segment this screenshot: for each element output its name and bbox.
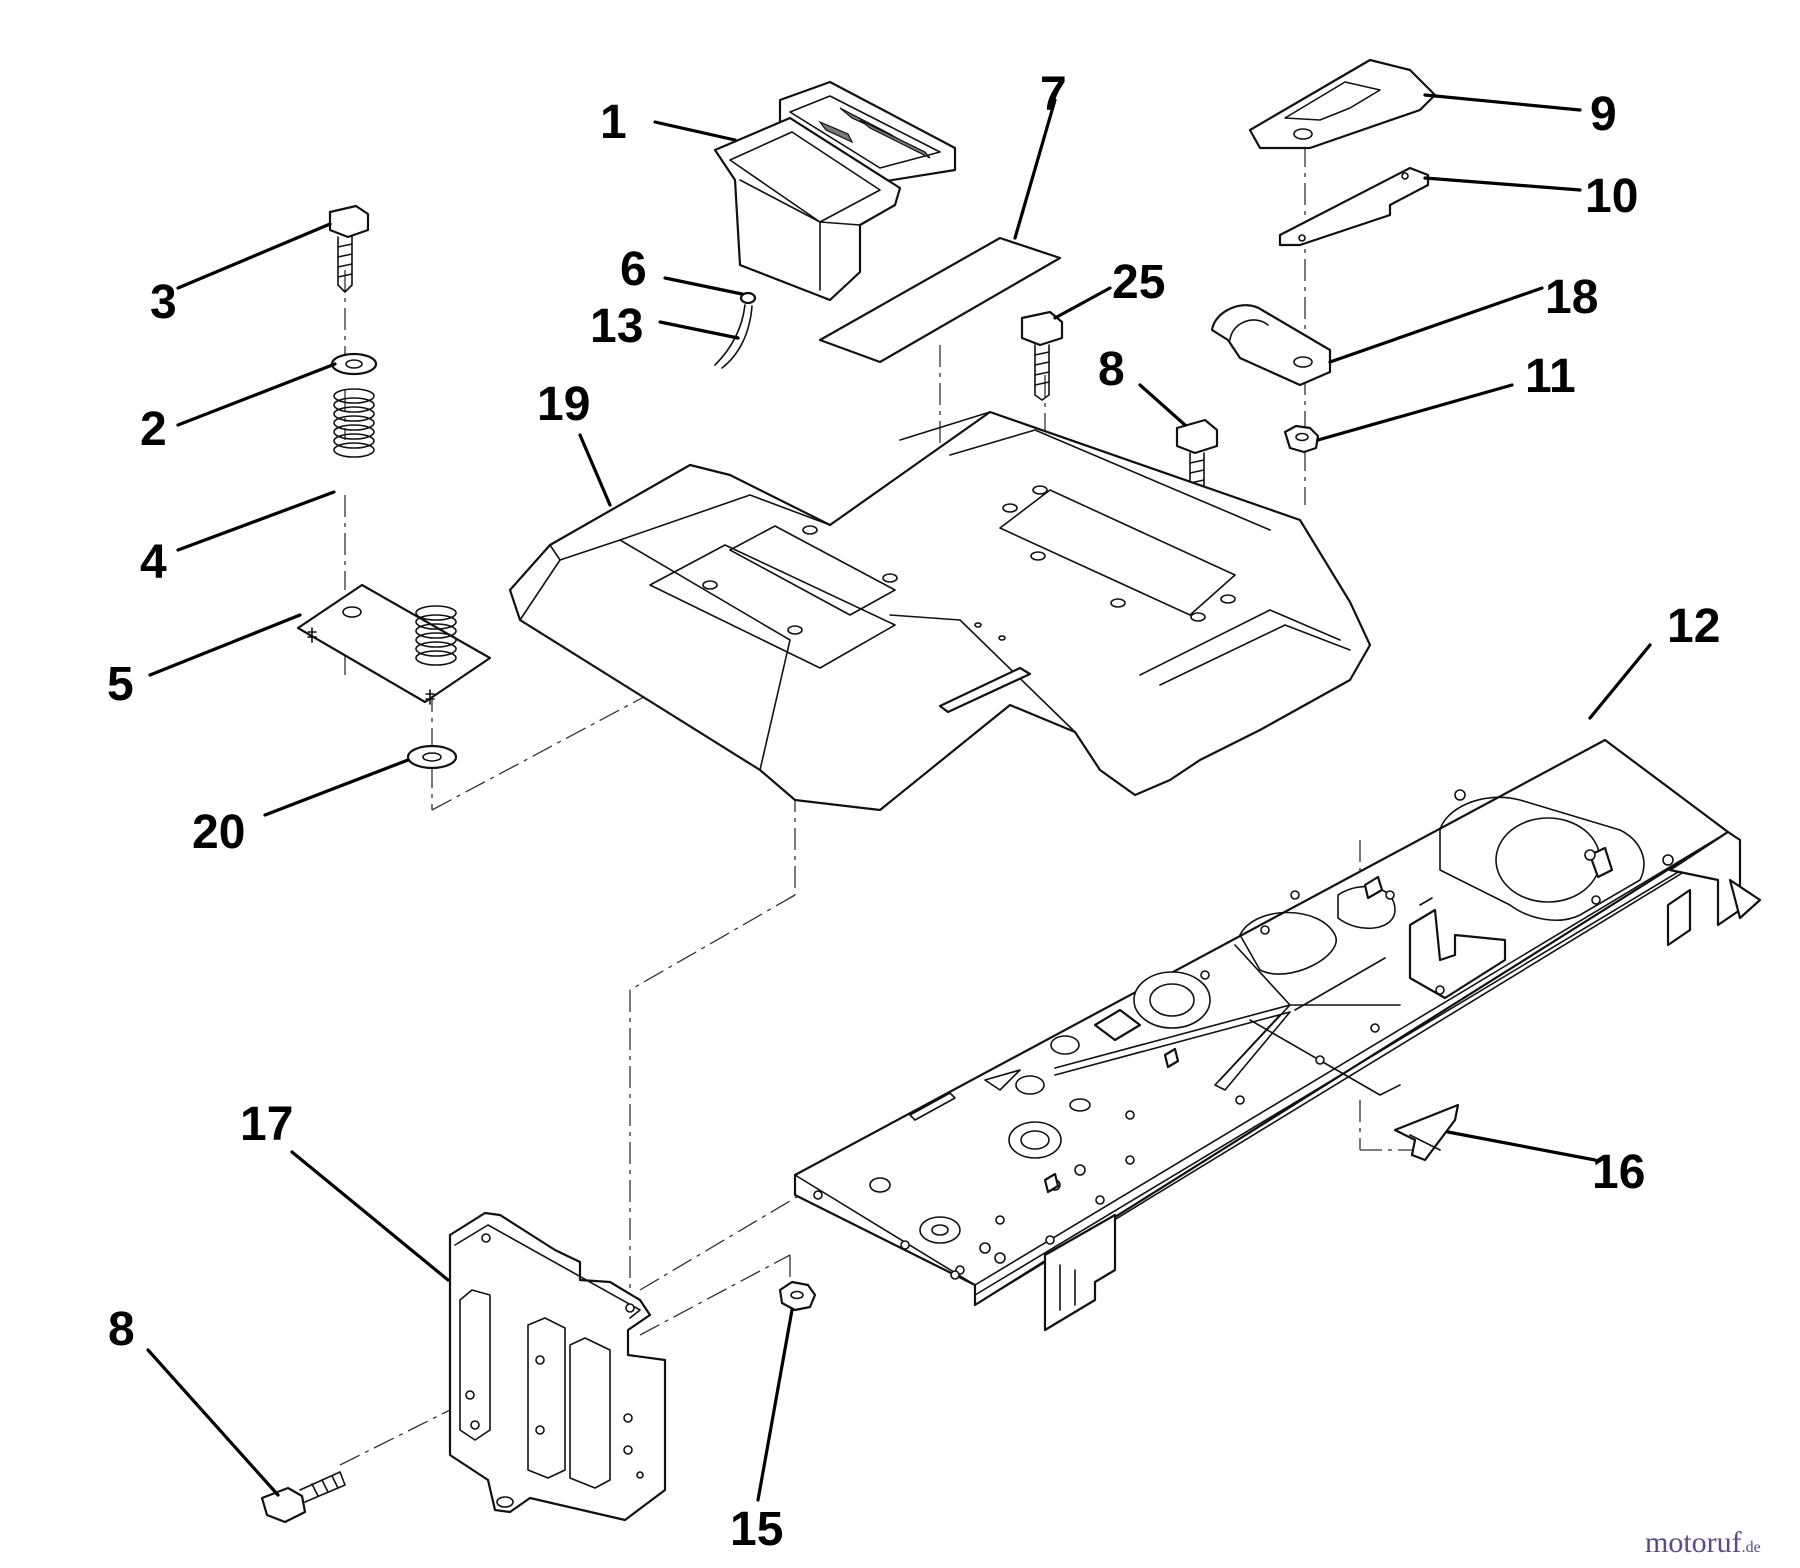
part-8-bolt-lower <box>260 1471 346 1524</box>
part-2-washer <box>330 352 378 376</box>
part-20-washer <box>406 744 458 770</box>
callout-7: 7 <box>1040 68 1067 121</box>
part-6-13-drain-fitting-tube <box>714 291 757 369</box>
part-5-mount-plate <box>296 583 492 705</box>
callout-17: 17 <box>240 1098 293 1151</box>
watermark: motoruf.de <box>1645 1526 1761 1559</box>
callout-2: 2 <box>140 403 167 456</box>
callout-19: 19 <box>537 378 590 431</box>
watermark-suffix: .de <box>1742 1539 1761 1556</box>
callout-25: 25 <box>1112 256 1165 309</box>
part-7-decal <box>818 236 1062 364</box>
leader-lines <box>146 93 1652 1502</box>
callout-16: 16 <box>1592 1146 1645 1199</box>
callout-12: 12 <box>1667 600 1720 653</box>
watermark-name: motoruf <box>1645 1526 1742 1559</box>
callout-1: 1 <box>600 96 627 149</box>
part-25-bolt <box>1020 310 1064 401</box>
callout-15: 15 <box>730 1503 783 1556</box>
callout-8-upper: 8 <box>1098 343 1125 396</box>
callout-4: 4 <box>140 536 167 589</box>
part-19-body-shroud <box>508 410 1372 812</box>
part-16-bracket <box>1393 1103 1460 1162</box>
callout-3: 3 <box>150 276 177 329</box>
part-12-frame <box>793 738 1762 1332</box>
callout-13: 13 <box>590 300 643 353</box>
callout-18: 18 <box>1545 271 1598 324</box>
callout-20: 20 <box>192 806 245 859</box>
part-1-storage-tray <box>713 80 957 302</box>
callout-6: 6 <box>620 243 647 296</box>
part-4-spring <box>333 388 375 458</box>
callout-9: 9 <box>1590 88 1617 141</box>
part-15-nut <box>778 1280 817 1312</box>
part-11-nut <box>1283 424 1320 454</box>
part-9-cover <box>1248 58 1437 150</box>
callout-labels: 1 2 3 4 5 6 7 8 8 9 10 11 12 13 15 16 17… <box>107 68 1720 1556</box>
svg-text:motoruf.de: motoruf.de <box>1645 1526 1761 1559</box>
callout-11: 11 <box>1525 350 1576 403</box>
callout-8-lower: 8 <box>108 1303 135 1356</box>
part-18-clamp <box>1210 304 1332 387</box>
callout-10: 10 <box>1585 170 1638 223</box>
part-10-plate <box>1278 166 1430 247</box>
part-3-bolt <box>328 204 370 293</box>
callout-5: 5 <box>107 658 134 711</box>
part-17-front-plate <box>448 1211 667 1522</box>
